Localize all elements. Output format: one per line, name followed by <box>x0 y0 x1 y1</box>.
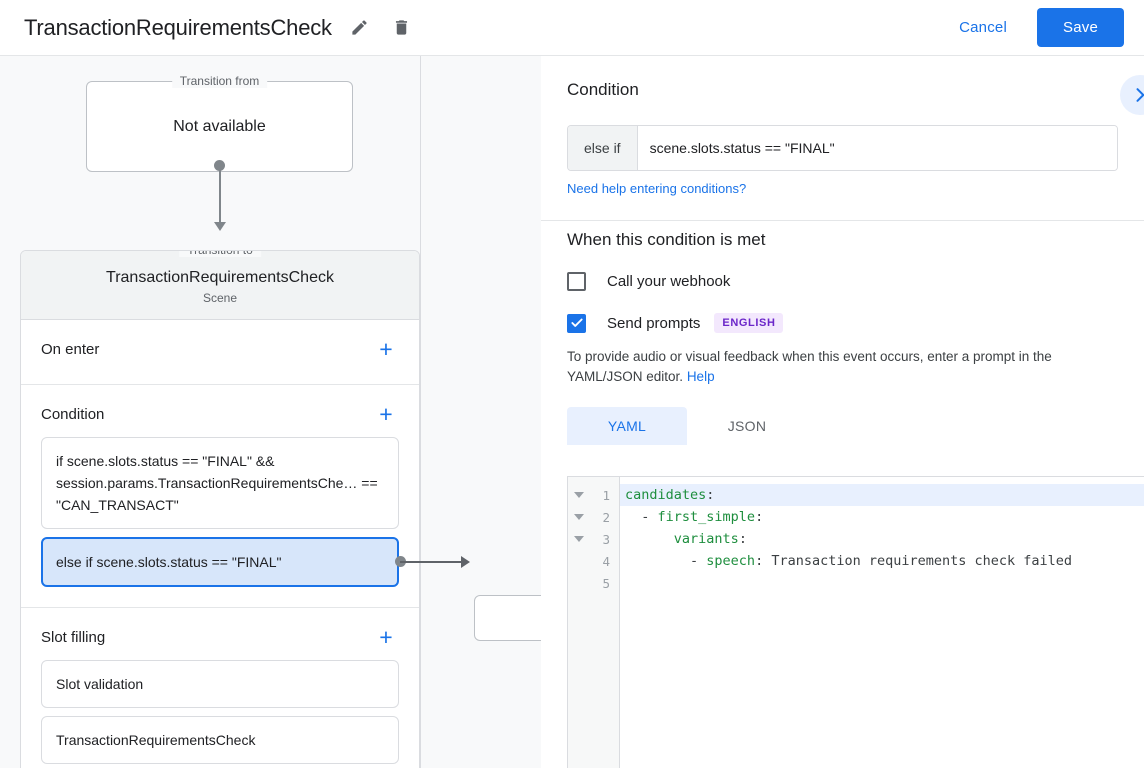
add-condition-button[interactable]: + <box>373 401 399 427</box>
when-condition-met-heading: When this condition is met <box>567 230 766 249</box>
transition-to-legend: Transition to <box>179 251 261 257</box>
section-title-slot-filling: Slot filling <box>41 628 106 646</box>
target-node[interactable] <box>474 595 541 641</box>
code-token: speech <box>706 553 756 569</box>
code-token: - <box>625 553 707 569</box>
webhook-checkbox-row[interactable]: Call your webhook <box>541 250 1144 291</box>
send-prompts-label: Send prompts <box>607 314 701 332</box>
help-link[interactable]: Help <box>686 369 715 384</box>
webhook-checkbox[interactable] <box>567 272 586 291</box>
condition-heading: Condition <box>567 80 639 99</box>
section-header-condition: Condition + <box>21 385 419 437</box>
need-help-conditions-link[interactable]: Need help entering conditions? <box>567 181 747 196</box>
section-header-on-enter: On enter + <box>21 320 419 372</box>
slot-chip-transaction-requirements-check[interactable]: TransactionRequirementsCheck <box>41 716 399 764</box>
trash-icon[interactable] <box>388 14 416 42</box>
scene-card: Transition to TransactionRequirementsChe… <box>20 250 420 768</box>
editor-line-number: 4 <box>568 550 619 572</box>
editor-line-number: 1 <box>568 484 619 506</box>
line-number-text: 3 <box>602 531 610 547</box>
cancel-button[interactable]: Cancel <box>945 10 1021 45</box>
editor-code-line[interactable]: - first_simple: <box>620 506 1144 528</box>
condition-prefix-label: else if <box>568 126 638 170</box>
prompts-description: To provide audio or visual feedback when… <box>541 333 1111 387</box>
code-token <box>625 531 674 547</box>
editor-code-line[interactable]: variants: <box>620 528 1144 550</box>
language-badge: ENGLISH <box>714 313 784 333</box>
line-number-text: 2 <box>602 509 610 525</box>
send-prompts-checkbox-row[interactable]: Send prompts ENGLISH <box>541 291 1144 333</box>
detail-panel: Condition else if Need help entering con… <box>541 56 1144 768</box>
code-token: candidates <box>625 487 707 503</box>
editor-format-tabs: YAML JSON <box>567 407 1144 445</box>
flow-canvas[interactable]: Transition from Not available Transition… <box>0 56 541 768</box>
connector-arrow-right <box>461 556 470 568</box>
condition-chip-if[interactable]: if scene.slots.status == "FINAL" && sess… <box>41 437 399 529</box>
code-token: : <box>706 487 715 503</box>
condition-input[interactable] <box>637 126 1117 170</box>
section-title-on-enter: On enter <box>41 340 100 358</box>
editor-code-line[interactable] <box>620 572 1144 594</box>
webhook-label: Call your webhook <box>607 273 731 290</box>
code-token: variants <box>673 531 739 547</box>
section-title-condition: Condition <box>41 405 105 423</box>
connector-line-vertical <box>219 166 221 228</box>
add-on-enter-button[interactable]: + <box>373 336 399 362</box>
code-token: first_simple <box>657 509 756 525</box>
add-slot-filling-button[interactable]: + <box>373 624 399 650</box>
page-title: TransactionRequirementsCheck <box>24 14 332 40</box>
connector-dot-from <box>214 160 225 171</box>
code-editor[interactable]: 1 2 3 4 5 candidates: - first_simple: varian… <box>567 476 1144 768</box>
detail-divider <box>541 220 1144 221</box>
editor-line-number: 5 <box>568 572 619 594</box>
section-header-slot-filling: Slot filling + <box>21 608 419 660</box>
line-number-text: 5 <box>602 575 610 591</box>
scene-header: Transition to TransactionRequirementsChe… <box>21 251 419 320</box>
pencil-icon[interactable] <box>346 14 374 42</box>
scene-subtitle: Scene <box>202 291 238 305</box>
code-token: - <box>625 509 658 525</box>
canvas-panel-edge <box>420 56 421 768</box>
connector-arrow-down <box>214 222 226 231</box>
fold-triangle-icon[interactable] <box>574 492 584 498</box>
line-number-text: 4 <box>602 553 610 569</box>
transition-from-title: Not available <box>173 117 266 135</box>
fold-triangle-icon[interactable] <box>574 514 584 520</box>
slot-chip-slot-validation[interactable]: Slot validation <box>41 660 399 708</box>
send-prompts-checkbox[interactable] <box>567 313 586 333</box>
condition-input-row: else if <box>567 125 1118 171</box>
condition-chip-else-if[interactable]: else if scene.slots.status == "FINAL" <box>41 537 399 587</box>
editor-line-number: 2 <box>568 506 619 528</box>
section-on-enter: On enter + <box>21 320 419 385</box>
transition-from-node[interactable]: Transition from Not available <box>86 74 353 172</box>
editor-line-number: 3 <box>568 528 619 550</box>
editor-code-line[interactable]: - speech: Transaction requirements check… <box>620 550 1144 572</box>
code-token: : <box>755 509 764 525</box>
section-condition: Condition + if scene.slots.status == "FI… <box>21 385 419 608</box>
line-number-text: 1 <box>602 487 610 503</box>
section-slot-filling: Slot filling + Slot validation Transacti… <box>21 608 419 768</box>
editor-gutter: 1 2 3 4 5 <box>568 477 620 768</box>
scene-name: TransactionRequirementsCheck <box>106 269 334 286</box>
prompts-description-text: To provide audio or visual feedback when… <box>567 349 1052 384</box>
code-token: : Transaction requirements check failed <box>755 553 1073 569</box>
editor-code-line[interactable]: candidates: <box>620 484 1144 506</box>
editor-code-area[interactable]: candidates: - first_simple: variants: - … <box>620 477 1144 768</box>
connector-line-horizontal <box>400 561 463 563</box>
code-token: : <box>738 531 747 547</box>
transition-from-legend: Transition from <box>171 74 268 88</box>
fold-triangle-icon[interactable] <box>574 536 584 542</box>
save-button[interactable]: Save <box>1037 8 1124 47</box>
tab-json[interactable]: JSON <box>727 418 767 434</box>
app-header: TransactionRequirementsCheck Cancel Save <box>0 0 1144 56</box>
tab-yaml[interactable]: YAML <box>567 407 687 445</box>
